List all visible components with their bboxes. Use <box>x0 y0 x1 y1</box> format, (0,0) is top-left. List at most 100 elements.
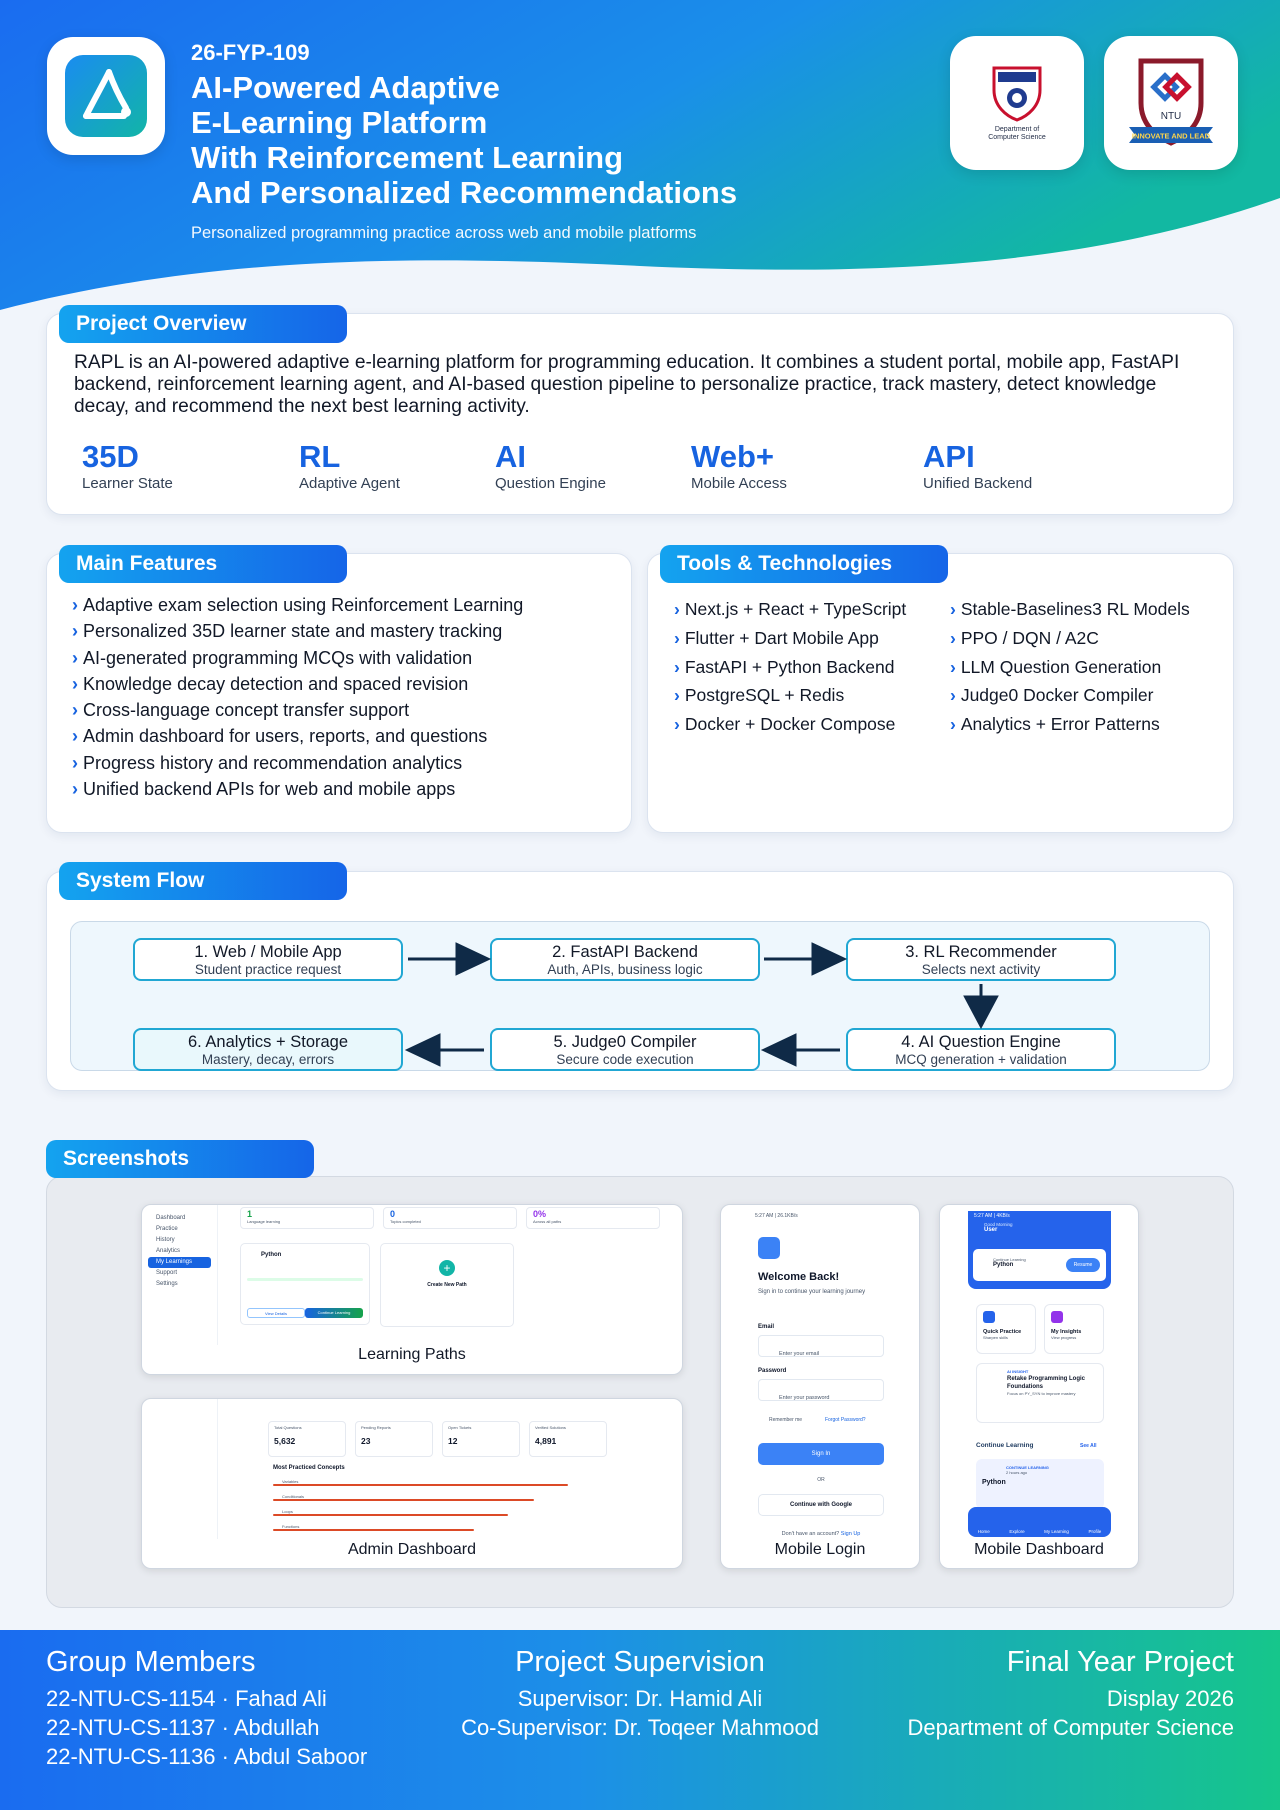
md-continue-card[interactable]: Continue Learning Python Resume <box>973 1249 1106 1281</box>
list-item: ›Progress history and recommendation ana… <box>72 752 463 773</box>
ls-new-path-card: + Create New Path <box>380 1243 514 1327</box>
ml-google-button[interactable]: Continue with Google <box>758 1494 884 1516</box>
ls-nav-item: My Learnings <box>148 1257 211 1268</box>
stat-label: Learner State <box>82 475 173 492</box>
chevron-right-icon: › <box>72 621 78 642</box>
md-quick-practice[interactable]: Quick Practice Sharpen skills <box>976 1304 1036 1354</box>
ml-sign-up-link[interactable]: Sign Up <box>840 1531 861 1537</box>
overview-text: RAPL is an AI-powered adaptive e-learnin… <box>74 352 1180 417</box>
list-item: ›Cross-language concept transfer support <box>72 700 410 721</box>
department-badge: Department of Computer Science <box>950 36 1084 170</box>
list-item: ›PPO / DQN / A2C <box>950 627 1099 648</box>
ls-view-details-button[interactable]: View Details <box>247 1308 305 1318</box>
md-bottom-nav: Home Explore My Learning Profile <box>968 1507 1111 1537</box>
ad-sidebar <box>142 1399 218 1539</box>
ls-nav-item: Dashboard <box>156 1215 186 1221</box>
list-item: ›Flutter + Dart Mobile App <box>674 627 879 648</box>
plus-icon[interactable]: + <box>439 1260 455 1276</box>
ml-password-input[interactable]: Enter your password <box>758 1379 884 1401</box>
ad-stat-value: 4,891 <box>535 1436 557 1446</box>
app-logo <box>47 37 165 155</box>
md-tab-home[interactable]: Home <box>977 1529 990 1534</box>
project-title: AI-Powered Adaptive E-Learning Platform … <box>191 70 737 210</box>
screenshots-heading: Screenshots <box>46 1140 314 1178</box>
footer-fyp: Final Year Project Display 2026 Departme… <box>908 1644 1235 1742</box>
stat-value: API <box>923 439 975 474</box>
ml-remember-checkbox[interactable]: Remember me <box>769 1417 803 1423</box>
md-insights[interactable]: My Insights View progress <box>1044 1304 1104 1354</box>
ls-stat-card: 0% Across all paths <box>526 1207 660 1229</box>
overview-card <box>46 313 1234 515</box>
ad-concept-row: Functions <box>273 1524 608 1531</box>
co-supervisor-line: Co-Supervisor: Dr. Toqeer Mahmood <box>461 1715 819 1740</box>
flow-step-subtitle: Selects next activity <box>921 962 1041 977</box>
ml-forgot-link[interactable]: Forgot Password? <box>825 1417 866 1423</box>
flow-step-analytics: 6. Analytics + Storage Mastery, decay, e… <box>133 1028 403 1071</box>
ls-new-path-title: Create New Path <box>427 1282 467 1288</box>
ad-stat-value: 12 <box>448 1436 458 1446</box>
ntu-badge-text: NTU <box>1161 111 1182 122</box>
caption-mobile-login: Mobile Login <box>774 1541 866 1558</box>
chevron-right-icon: › <box>950 627 956 648</box>
md-tab-profile[interactable]: Profile <box>1088 1529 1102 1534</box>
title-line: E-Learning Platform <box>191 105 488 140</box>
ad-concept-bar <box>273 1529 474 1531</box>
list-item: ›Docker + Docker Compose <box>674 714 896 735</box>
ml-or-divider: OR <box>817 1477 825 1483</box>
flow-heading: System Flow <box>59 862 347 900</box>
ls-nav-item: Practice <box>156 1226 178 1232</box>
flow-step-ai-engine: 4. AI Question Engine MCQ generation + v… <box>846 1028 1116 1071</box>
chevron-right-icon: › <box>72 752 78 773</box>
md-tab-explore[interactable]: Explore <box>1009 1529 1025 1534</box>
list-item: ›Knowledge decay detection and spaced re… <box>72 673 469 694</box>
list-item: ›Admin dashboard for users, reports, and… <box>72 726 488 747</box>
md-see-all-link[interactable]: See All <box>1080 1443 1097 1449</box>
flow-step-subtitle: Mastery, decay, errors <box>201 1052 335 1067</box>
ml-email-label: Email <box>758 1324 775 1330</box>
member-line: 22-NTU-CS-1136 · Abdul Saboor <box>46 1744 368 1769</box>
ml-app-icon <box>758 1237 780 1259</box>
ls-course-title: Python <box>261 1252 282 1258</box>
chevron-right-icon: › <box>674 656 680 677</box>
ls-continue-button[interactable]: Continue Learning <box>305 1308 363 1318</box>
md-greeting: Good Morning <box>984 1222 1013 1227</box>
chevron-right-icon: › <box>72 779 78 800</box>
poster-header: 26-FYP-109 AI-Powered Adaptive E-Learnin… <box>0 0 1280 320</box>
list-item: ›FastAPI + Python Backend <box>674 656 895 677</box>
sail-logo-icon <box>83 69 131 119</box>
ad-stat-label: Verified Solutions <box>535 1425 566 1430</box>
header-text: 26-FYP-109 AI-Powered Adaptive E-Learnin… <box>191 40 737 243</box>
ls-progress-bar <box>247 1278 363 1281</box>
flow-step-subtitle: Auth, APIs, business logic <box>547 962 703 977</box>
ad-concepts-title: Most Practiced Concepts <box>273 1465 345 1471</box>
md-resume-button[interactable]: Resume <box>1066 1258 1100 1272</box>
flow-step-title: 3. RL Recommender <box>905 943 1057 961</box>
ls-sidebar: Dashboard Practice History Analytics My … <box>142 1205 218 1345</box>
chevron-right-icon: › <box>674 685 680 706</box>
flow-step-title: 1. Web / Mobile App <box>194 943 342 961</box>
title-line: With Reinforcement Learning <box>191 140 624 175</box>
md-tab-my-learning[interactable]: My Learning <box>1044 1529 1069 1534</box>
ml-email-input[interactable]: Enter your email <box>758 1335 884 1357</box>
list-item: ›Unified backend APIs for web and mobile… <box>72 779 456 800</box>
department-shield-icon <box>992 66 1042 122</box>
ml-title: Welcome Back! <box>758 1271 840 1283</box>
ad-stat-card: Total Questions 5,632 <box>268 1421 346 1457</box>
overview-heading: Project Overview <box>59 305 347 343</box>
stat-label: Unified Backend <box>923 475 1033 492</box>
chevron-right-icon: › <box>72 726 78 747</box>
features-list: ›Adaptive exam selection using Reinforce… <box>72 592 523 802</box>
ad-concept-bar <box>273 1499 535 1501</box>
ml-status-time: 5:27 AM | 26.1KB/s <box>755 1213 798 1219</box>
chevron-right-icon: › <box>674 599 680 619</box>
list-item: ›Personalized 35D learner state and mast… <box>72 621 503 642</box>
ml-sign-in-button[interactable]: Sign In <box>758 1443 884 1465</box>
flow-step-web-mobile: 1. Web / Mobile App Student practice req… <box>133 938 403 981</box>
chevron-right-icon: › <box>72 673 78 694</box>
md-ai-insight-card[interactable]: AI INSIGHT Retake Programming Logic Foun… <box>976 1363 1104 1423</box>
ad-stat-value: 23 <box>361 1436 371 1446</box>
ad-stat-card: Open Tickets 12 <box>442 1421 520 1457</box>
chevron-right-icon: › <box>674 627 680 648</box>
chevron-right-icon: › <box>950 599 956 619</box>
md-continue-learning-card[interactable]: CONTINUE LEARNING 2 hours ago Python <box>976 1459 1104 1509</box>
